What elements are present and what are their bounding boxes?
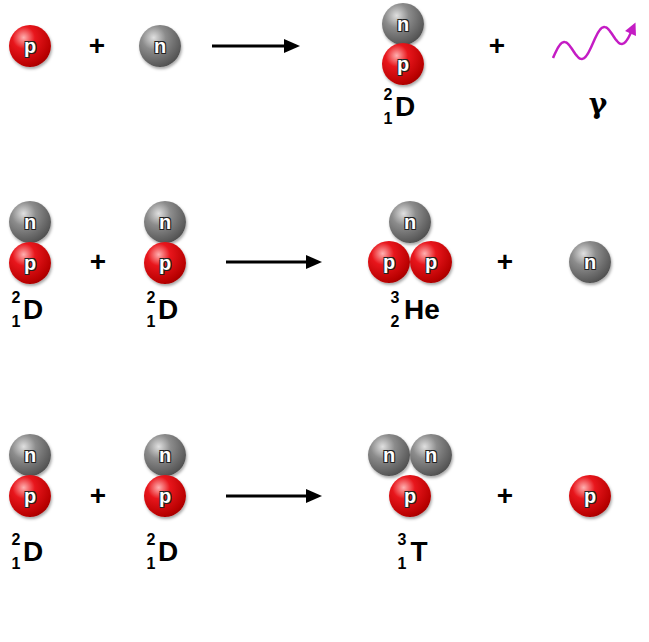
- particle-ball: n: [144, 201, 186, 243]
- particle-letter: n: [154, 36, 166, 56]
- particle-letter: p: [159, 486, 171, 506]
- particle-letter: p: [24, 486, 36, 506]
- atomic-number: 1: [398, 556, 407, 572]
- gamma-arrow-head: [625, 23, 636, 36]
- particle-ball: p: [144, 242, 186, 284]
- mass-number: 3: [391, 290, 400, 306]
- particle-ball: n: [569, 241, 611, 283]
- plus-sign: +: [489, 32, 505, 60]
- isotope-symbol: D: [23, 296, 43, 324]
- plus-sign: +: [90, 248, 106, 276]
- particle-letter: p: [584, 486, 596, 506]
- particle-letter: n: [159, 212, 171, 232]
- isotope-symbol: D: [158, 296, 178, 324]
- particle-letter: p: [159, 253, 171, 273]
- isotope-symbol: D: [158, 538, 178, 566]
- mass-number: 3: [398, 532, 407, 548]
- particle-letter: n: [584, 252, 596, 272]
- particle-letter: p: [24, 253, 36, 273]
- particle-ball: n: [9, 434, 51, 476]
- reaction-arrow: [226, 261, 310, 264]
- particle-letter: p: [404, 486, 416, 506]
- isotope-symbol: D: [23, 538, 43, 566]
- isotope-symbol: T: [410, 538, 427, 566]
- plus-sign: +: [89, 32, 105, 60]
- particle-letter: n: [397, 14, 409, 34]
- particle-ball: p: [389, 475, 431, 517]
- particle-ball: p: [144, 475, 186, 517]
- particle-letter: n: [383, 445, 395, 465]
- particle-ball: p: [569, 475, 611, 517]
- particle-ball: p: [368, 241, 410, 283]
- particle-ball: n: [139, 25, 181, 67]
- mass-number: 2: [147, 532, 156, 548]
- particle-ball: p: [9, 475, 51, 517]
- plus-sign: +: [497, 248, 513, 276]
- isotope-symbol: He: [404, 296, 440, 324]
- atomic-number: 2: [391, 314, 400, 330]
- arrow-head: [306, 255, 322, 269]
- gamma-wave: [553, 27, 633, 59]
- atomic-number: 1: [147, 314, 156, 330]
- particle-ball: n: [410, 434, 452, 476]
- particle-letter: p: [425, 252, 437, 272]
- particle-ball: p: [9, 25, 51, 67]
- particle-letter: n: [24, 212, 36, 232]
- isotope-symbol: D: [395, 93, 415, 121]
- atomic-number: 1: [12, 314, 21, 330]
- reaction-arrow: [226, 495, 310, 498]
- arrow-head: [306, 489, 322, 503]
- particle-ball: p: [410, 241, 452, 283]
- particle-letter: n: [425, 445, 437, 465]
- particle-letter: n: [24, 445, 36, 465]
- gamma-symbol: γ: [589, 90, 607, 118]
- atomic-number: 1: [384, 111, 393, 127]
- particle-ball: n: [389, 201, 431, 243]
- particle-letter: n: [159, 445, 171, 465]
- particle-ball: p: [382, 43, 424, 85]
- particle-letter: p: [383, 252, 395, 272]
- mass-number: 2: [384, 87, 393, 103]
- particle-ball: n: [144, 434, 186, 476]
- particle-letter: n: [404, 212, 416, 232]
- particle-ball: p: [9, 242, 51, 284]
- particle-letter: p: [24, 36, 36, 56]
- reaction-arrow: [212, 45, 288, 48]
- atomic-number: 1: [12, 556, 21, 572]
- particle-letter: p: [397, 54, 409, 74]
- mass-number: 2: [12, 290, 21, 306]
- mass-number: 2: [12, 532, 21, 548]
- particle-ball: n: [368, 434, 410, 476]
- plus-sign: +: [90, 482, 106, 510]
- arrow-head: [284, 39, 300, 53]
- plus-sign: +: [497, 482, 513, 510]
- particle-ball: n: [9, 201, 51, 243]
- atomic-number: 1: [147, 556, 156, 572]
- particle-ball: n: [382, 3, 424, 45]
- mass-number: 2: [147, 290, 156, 306]
